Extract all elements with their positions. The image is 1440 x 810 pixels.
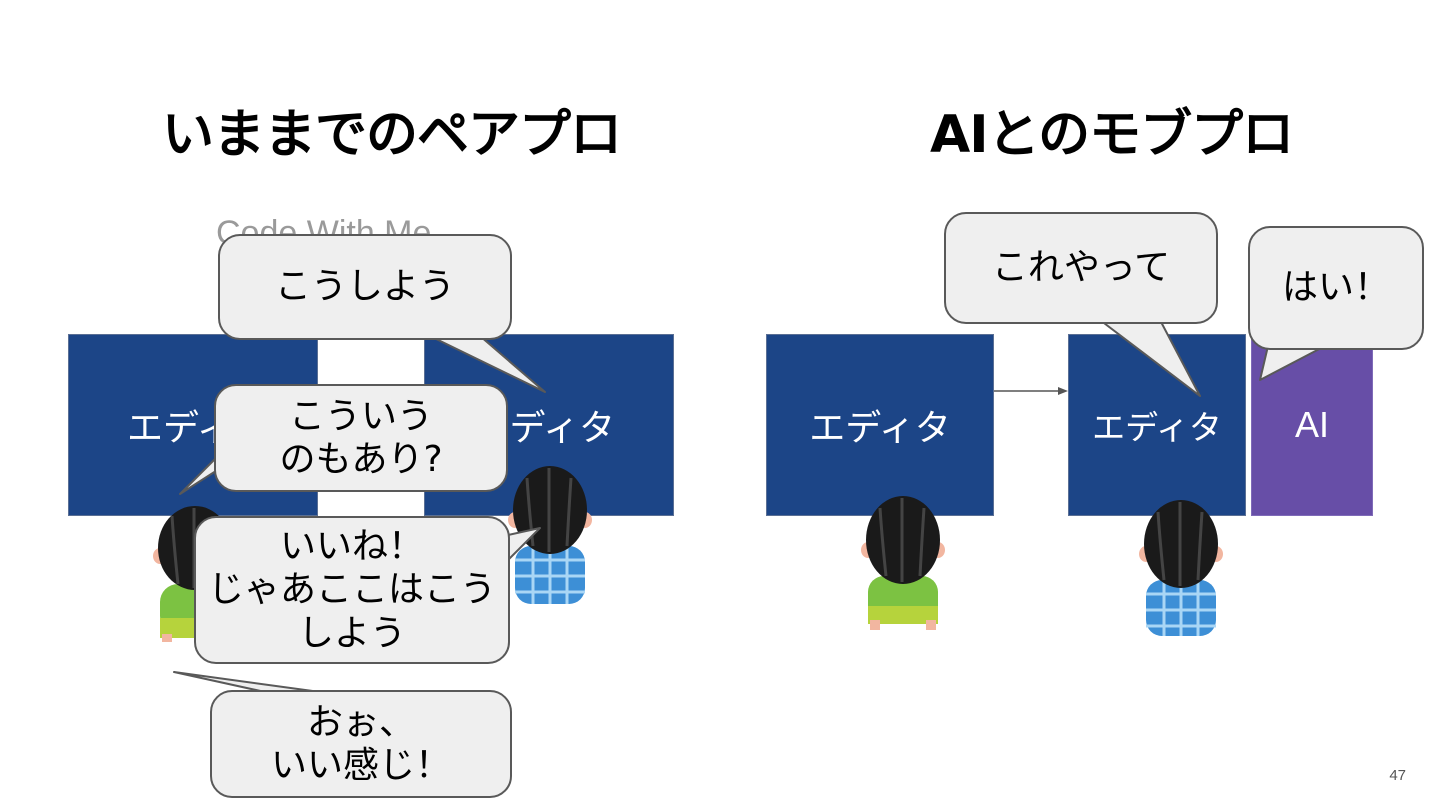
speech-bubble-4: おぉ、 いい感じ！ <box>210 690 512 798</box>
ai-label: AI <box>1294 404 1329 445</box>
speech-bubble-2: こういう のもあり? <box>214 384 508 492</box>
right-editor-b-label: エディタ <box>1092 408 1222 447</box>
speech-bubble-1: こうしよう <box>218 234 512 340</box>
right-title: AIとのモブプロ <box>930 105 1294 165</box>
page-number: 47 <box>1389 767 1406 784</box>
person-blue-shirt-icon <box>1139 500 1223 636</box>
person-green-shirt-icon <box>861 496 945 630</box>
speech-bubble-ai-reply: はい！ <box>1248 226 1424 350</box>
right-editor-a-label: エディタ <box>809 408 951 449</box>
person-blue-shirt-icon <box>508 466 592 604</box>
left-title: いままでのペアプロ <box>162 105 622 165</box>
right-editor-a: エディタ <box>766 334 994 516</box>
speech-bubble-3: いいね！ じゃあここはこう しよう <box>194 516 510 664</box>
speech-bubble-request: これやって <box>944 212 1218 324</box>
